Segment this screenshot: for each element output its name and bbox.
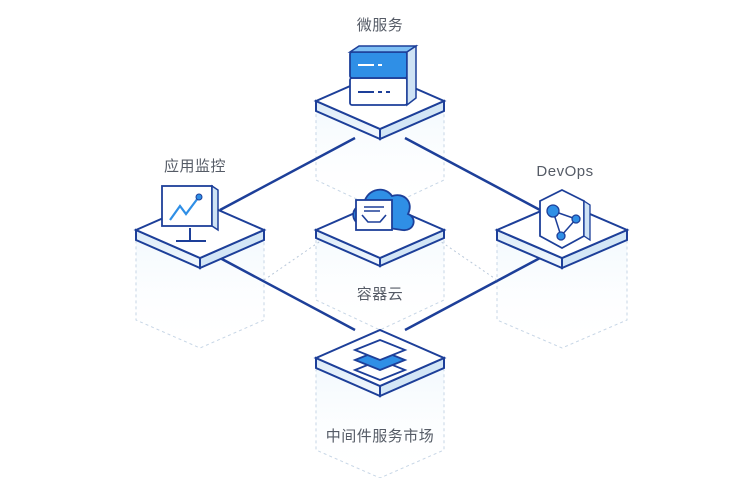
monitor-chart-icon	[161, 184, 219, 242]
label-microservice: 微服务	[356, 17, 404, 34]
node-middleware[interactable]	[313, 328, 447, 398]
node-monitoring[interactable]	[133, 184, 267, 270]
label-monitoring: 应用监控	[163, 158, 227, 175]
layers-stack-icon	[352, 339, 408, 381]
cloud-box-icon	[352, 188, 415, 231]
connector-lines	[219, 136, 541, 332]
node-container[interactable]	[313, 188, 447, 268]
node-microservice[interactable]	[313, 44, 447, 141]
hexagon-network-icon	[539, 188, 591, 250]
dashed-prisms	[135, 81, 628, 478]
server-rack-icon	[347, 44, 419, 107]
label-devops: DevOps	[536, 163, 594, 180]
label-container: 容器云	[356, 286, 404, 303]
label-middleware: 中间件服务市场	[325, 428, 435, 445]
node-devops[interactable]	[494, 188, 630, 270]
